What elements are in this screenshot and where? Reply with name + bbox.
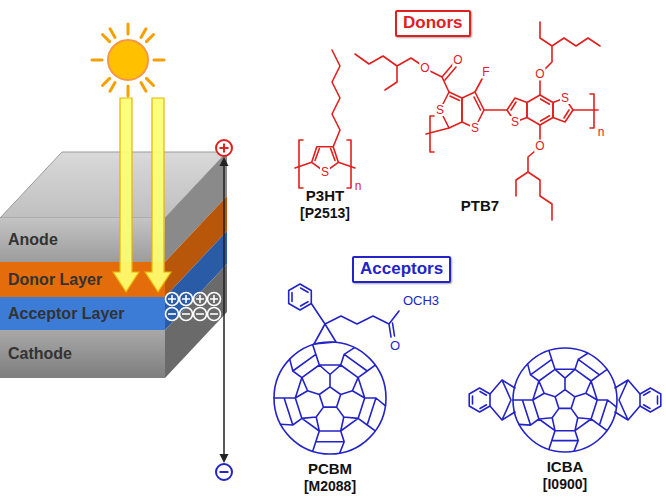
layer-slab: Donor Layer — [0, 262, 165, 297]
compound-name: P3HT — [306, 188, 344, 203]
compound-name: ICBA — [547, 459, 584, 474]
polymer-subscript: n — [355, 180, 362, 192]
ptb7-structure — [355, 22, 600, 220]
atom-label: O — [534, 68, 545, 80]
compound-name: PCBM — [308, 461, 352, 476]
sun — [92, 24, 164, 96]
catalog-number: [I0900] — [543, 477, 587, 491]
category-title: Donors — [403, 13, 463, 32]
icba-structure — [469, 348, 661, 452]
layer-slab: Cathode — [0, 330, 165, 378]
layer-label: Anode — [8, 231, 58, 249]
layer-label: Acceptor Layer — [8, 305, 125, 323]
atom-label: S — [435, 104, 445, 116]
fullerene-outline — [274, 342, 386, 454]
catalog-number: [P2513] — [300, 206, 350, 220]
p3ht-structure — [295, 50, 355, 188]
device-stack — [0, 152, 227, 378]
catalog-number: [M2088] — [304, 479, 356, 493]
charge-arrow — [216, 140, 232, 480]
atom-label: F — [481, 66, 490, 78]
category-box: Donors — [395, 10, 471, 37]
atom-label: S — [560, 92, 570, 104]
layer-label: Cathode — [8, 345, 72, 363]
light-arrow — [113, 98, 171, 292]
atom-label: S — [470, 122, 480, 134]
polymer-subscript: n — [598, 126, 605, 138]
charge-symbols — [166, 293, 221, 321]
layer-label: Donor Layer — [8, 271, 102, 289]
pcbm-structure — [274, 284, 399, 454]
category-box: Acceptors — [352, 256, 451, 283]
atom-label: S — [320, 166, 330, 178]
category-title: Acceptors — [360, 259, 443, 278]
atom-label: O — [534, 140, 545, 152]
compound-name: PTB7 — [461, 198, 499, 213]
atom-label: S — [510, 116, 520, 128]
atom-label: OCH3 — [402, 294, 440, 307]
layer-slab: Acceptor Layer — [0, 297, 165, 330]
layer-slab: Anode — [0, 218, 165, 262]
fullerene-outline — [513, 348, 617, 452]
atom-label: O — [452, 54, 463, 66]
atom-label: O — [419, 62, 430, 74]
atom-label: O — [389, 339, 401, 352]
